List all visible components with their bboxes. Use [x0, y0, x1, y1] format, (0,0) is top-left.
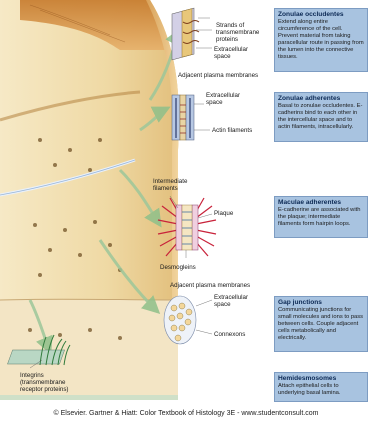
- label-actin-filaments: Actin filaments: [212, 127, 252, 134]
- label-integrins: Integrins (transmembrane receptor protei…: [20, 372, 69, 394]
- info-box-title: Zonulae occludentes: [278, 11, 364, 19]
- gap-junction-inset: [164, 296, 196, 344]
- info-box-maculae-adherentes: Maculae adherentes E-cadherine are assoc…: [274, 196, 368, 238]
- info-box-body: Basal to zonulae occludentes. E-cadherin…: [278, 103, 364, 131]
- label-connexons: Connexons: [214, 331, 245, 338]
- copyright-credit: © Elsevier. Gartner & Hiatt: Color Textb…: [0, 410, 372, 417]
- info-box-zonulae-occludentes: Zonulae occludentes Extend along entire …: [274, 8, 368, 72]
- info-box-body: Attach epithelial cells to underlying ba…: [278, 383, 364, 397]
- label-adjacent-membranes-2: Adjacent plasma membranes: [170, 282, 250, 289]
- label-extracellular-space-3: Extracellular space: [214, 294, 248, 308]
- info-box-body: E-cadherine are associated with the plaq…: [278, 207, 364, 228]
- info-box-body: Communicating junctions for small molecu…: [278, 307, 364, 342]
- info-box-title: Gap junctions: [278, 299, 364, 307]
- label-extracellular-space-2: Extracellular space: [206, 92, 240, 106]
- epithelial-cells: [0, 0, 179, 400]
- zonula-adherens-inset: [172, 95, 194, 140]
- info-box-gap-junctions: Gap junctions Communicating junctions fo…: [274, 296, 368, 352]
- info-box-title: Zonulae adherentes: [278, 95, 364, 103]
- label-intermediate-filaments: Intermediate filaments: [153, 178, 187, 192]
- info-box-title: Maculae adherentes: [278, 199, 364, 207]
- info-box-body: Extend along entire circumference of the…: [278, 19, 364, 60]
- label-plaque: Plaque: [214, 210, 233, 217]
- info-box-zonulae-adherentes: Zonulae adherentes Basal to zonulae occl…: [274, 92, 368, 142]
- label-desmogleins: Desmogleins: [160, 264, 196, 271]
- zonula-occludens-inset: [172, 8, 210, 60]
- label-adjacent-membranes-1: Adjacent plasma membranes: [178, 72, 258, 79]
- label-strands-transmembrane-proteins: Strands of transmembrane proteins: [216, 22, 259, 44]
- info-box-title: Hemidesmosomes: [278, 375, 364, 383]
- label-extracellular-space-1: Extracellular space: [214, 46, 248, 60]
- info-box-hemidesmosomes: Hemidesmosomes Attach epithelial cells t…: [274, 372, 368, 402]
